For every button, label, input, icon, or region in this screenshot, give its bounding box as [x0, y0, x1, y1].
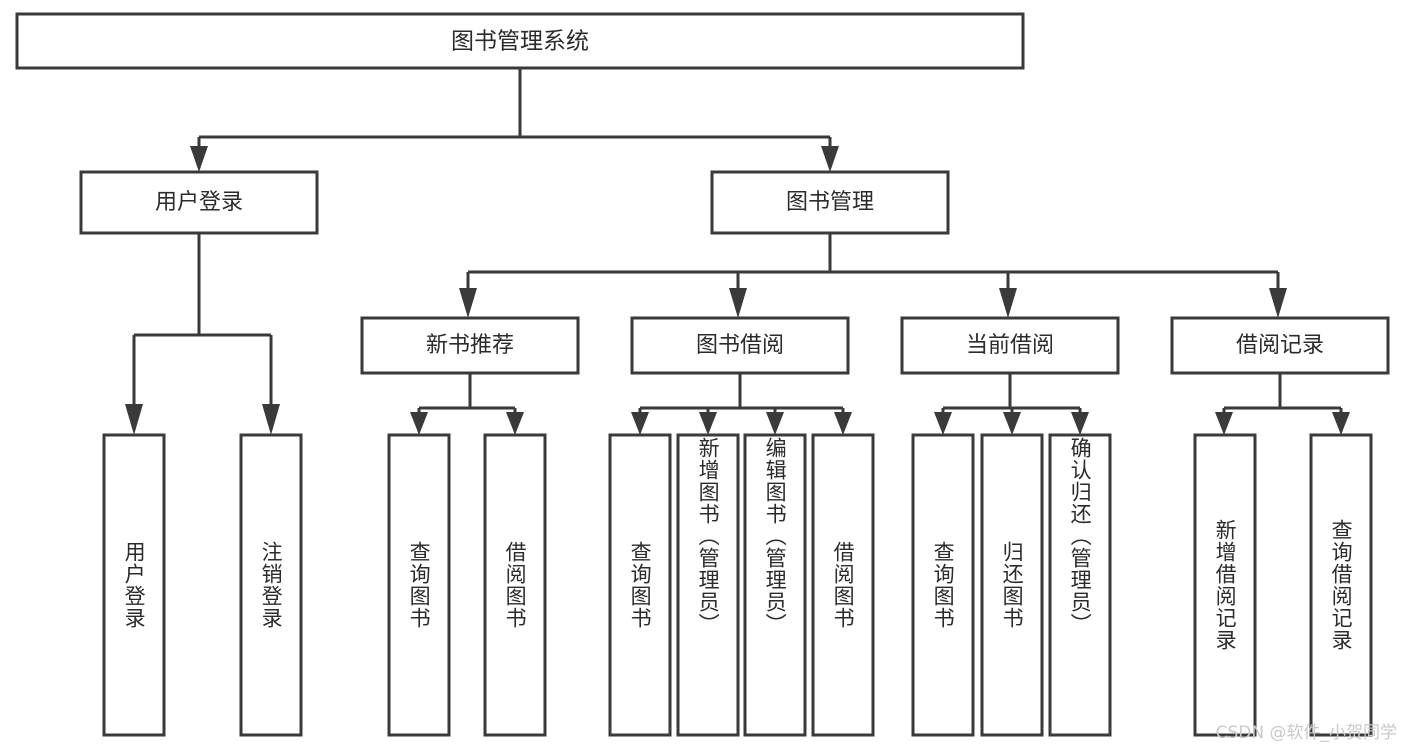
node-leaf-borrow-book-1-labelbox: 借阅图书: [503, 541, 528, 629]
arrow-head-user-login: [190, 146, 208, 172]
node-leaf-query-book-1-labelbox: 查询图书: [407, 541, 432, 629]
node-leaf-query-book-2-box[interactable]: [608, 433, 672, 737]
arrow-head-leaf-user-logout: [262, 404, 280, 435]
arrow-head-leaf-query-book-2: [631, 412, 649, 435]
node-leaf-edit-book[interactable]: 编辑图书（管理员）: [743, 433, 807, 737]
csdn-watermark: CSDN @软件_小贺同学: [1215, 723, 1397, 743]
node-leaf-borrow-book-2[interactable]: 借阅图书: [811, 433, 875, 737]
node-new-book-recommend-label: 新书推荐: [426, 333, 514, 358]
node-new-book-recommend[interactable]: 新书推荐: [360, 316, 580, 375]
node-book-manage-label: 图书管理: [786, 190, 874, 215]
node-current-borrow-label: 当前借阅: [966, 333, 1054, 358]
node-leaf-query-record-box[interactable]: [1309, 433, 1373, 737]
node-root-label: 图书管理系统: [451, 29, 589, 55]
node-leaf-edit-book-label: 编辑图书（管理员）: [763, 437, 788, 635]
arrow-head-leaf-add-book: [699, 412, 717, 435]
node-leaf-borrow-book-2-label: 借阅图书: [831, 541, 856, 629]
node-leaf-confirm-return-label: 确认归还（管理员）: [1068, 437, 1093, 635]
node-leaf-add-book-box[interactable]: [676, 433, 740, 737]
node-leaf-borrow-book-1[interactable]: 借阅图书: [483, 433, 547, 737]
node-leaf-add-book-labelbox: 新增图书（管理员）: [696, 437, 721, 635]
arrow-head-leaf-query-book-1: [410, 412, 428, 435]
arrow-head-book-borrow: [729, 288, 747, 318]
node-leaf-add-record[interactable]: 新增借阅记录: [1193, 433, 1257, 737]
node-leaf-add-record-box[interactable]: [1193, 433, 1257, 737]
arrow-head-leaf-user-login: [125, 404, 143, 435]
node-user-login-box[interactable]: [79, 170, 319, 235]
node-leaf-return-book-labelbox: 归还图书: [1000, 541, 1025, 629]
connector-layer: [125, 68, 1350, 435]
node-leaf-add-record-label: 新增借阅记录: [1213, 519, 1238, 651]
node-book-borrow[interactable]: 图书借阅: [630, 316, 850, 375]
node-leaf-query-book-3-labelbox: 查询图书: [931, 541, 956, 629]
arrow-head-leaf-confirm-return: [1071, 412, 1089, 435]
node-leaf-query-record-labelbox: 查询借阅记录: [1329, 519, 1354, 651]
node-root[interactable]: 图书管理系统: [15, 12, 1025, 70]
node-leaf-borrow-book-2-box[interactable]: [811, 433, 875, 737]
arrow-head-current-borrow: [999, 288, 1017, 318]
node-borrow-record-label: 借阅记录: [1236, 333, 1324, 358]
node-leaf-borrow-book-1-box[interactable]: [483, 433, 547, 737]
node-leaf-user-logout-label: 注销登录: [259, 541, 284, 629]
arrow-head-leaf-borrow-book-2: [834, 412, 852, 435]
node-user-login[interactable]: 用户登录: [79, 170, 319, 235]
arrow-head-leaf-edit-book: [766, 412, 784, 435]
node-root-box[interactable]: [15, 12, 1025, 70]
arrow-head-leaf-borrow-book-1: [506, 412, 524, 435]
node-current-borrow[interactable]: 当前借阅: [900, 316, 1120, 375]
node-leaf-add-record-labelbox: 新增借阅记录: [1213, 519, 1238, 651]
node-leaf-confirm-return-labelbox: 确认归还（管理员）: [1068, 437, 1093, 635]
node-leaf-user-login-label: 用户登录: [122, 541, 147, 629]
node-leaf-user-logout[interactable]: 注销登录: [239, 433, 303, 737]
node-leaf-query-record-label: 查询借阅记录: [1329, 519, 1354, 651]
node-user-login-label: 用户登录: [155, 190, 243, 215]
arrow-head-leaf-return-book: [1003, 412, 1021, 435]
node-leaf-user-logout-labelbox: 注销登录: [259, 541, 284, 629]
node-borrow-record[interactable]: 借阅记录: [1170, 316, 1390, 375]
node-leaf-user-login[interactable]: 用户登录: [102, 433, 166, 737]
node-leaf-borrow-book-2-labelbox: 借阅图书: [831, 541, 856, 629]
node-leaf-edit-book-labelbox: 编辑图书（管理员）: [763, 437, 788, 635]
node-leaf-query-book-3-box[interactable]: [911, 433, 975, 737]
arrow-head-leaf-query-record: [1332, 412, 1350, 435]
node-leaf-query-book-1-box[interactable]: [387, 433, 451, 737]
node-new-book-recommend-box[interactable]: [360, 316, 580, 375]
arrow-head-leaf-query-book-3: [934, 412, 952, 435]
node-leaf-user-login-box[interactable]: [102, 433, 166, 737]
node-current-borrow-box[interactable]: [900, 316, 1120, 375]
node-leaf-confirm-return[interactable]: 确认归还（管理员）: [1048, 433, 1112, 737]
arrow-head-book-manage: [821, 146, 839, 172]
node-leaf-query-record[interactable]: 查询借阅记录: [1309, 433, 1373, 737]
arrow-head-leaf-add-record: [1215, 412, 1233, 435]
node-leaf-query-book-1-label: 查询图书: [407, 541, 432, 629]
node-leaf-confirm-return-box[interactable]: [1048, 433, 1112, 737]
node-leaf-return-book-box[interactable]: [980, 433, 1044, 737]
node-book-manage-box[interactable]: [710, 170, 950, 235]
node-leaf-query-book-3[interactable]: 查询图书: [911, 433, 975, 737]
node-leaf-user-login-labelbox: 用户登录: [122, 541, 147, 629]
node-leaf-add-book-label: 新增图书（管理员）: [696, 437, 721, 635]
node-leaf-borrow-book-1-label: 借阅图书: [503, 541, 528, 629]
node-borrow-record-box[interactable]: [1170, 316, 1390, 375]
node-leaf-edit-book-box[interactable]: [743, 433, 807, 737]
node-leaf-query-book-2-labelbox: 查询图书: [628, 541, 653, 629]
node-book-manage[interactable]: 图书管理: [710, 170, 950, 235]
node-leaf-return-book[interactable]: 归还图书: [980, 433, 1044, 737]
node-book-borrow-box[interactable]: [630, 316, 850, 375]
arrow-head-new-book-recommend: [459, 288, 477, 318]
node-leaf-query-book-3-label: 查询图书: [931, 541, 956, 629]
node-book-borrow-label: 图书借阅: [696, 333, 784, 358]
node-leaf-query-book-2[interactable]: 查询图书: [608, 433, 672, 737]
node-leaf-user-logout-box[interactable]: [239, 433, 303, 737]
arrow-head-borrow-record: [1269, 288, 1287, 318]
node-leaf-query-book-1[interactable]: 查询图书: [387, 433, 451, 737]
node-leaf-return-book-label: 归还图书: [1000, 541, 1025, 629]
node-leaf-add-book[interactable]: 新增图书（管理员）: [676, 433, 740, 737]
node-leaf-query-book-2-label: 查询图书: [628, 541, 653, 629]
